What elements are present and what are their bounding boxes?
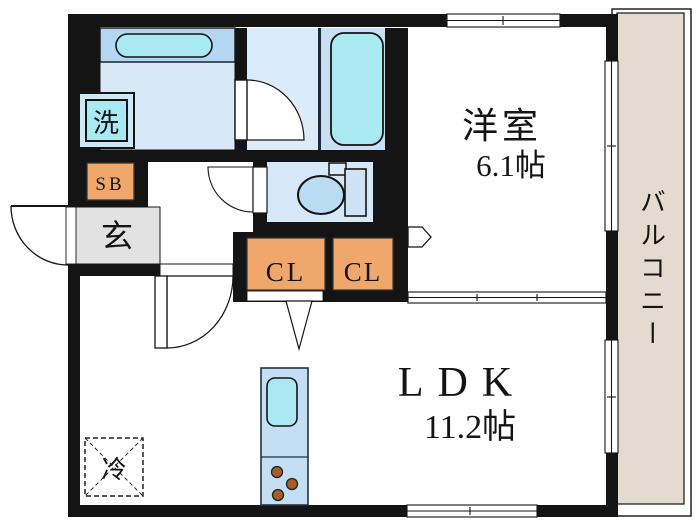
doors [10,79,432,352]
wall-hall-bottom [68,264,160,276]
vanity-basin [115,33,213,58]
closet-left-rect [246,237,326,291]
wall-toilet-left-upper [253,162,267,168]
wall-top-left [68,14,447,27]
shoe-box-rect [86,162,135,201]
fridge-label: 冷 [101,456,126,484]
closet-right-label: CL [344,257,383,287]
wall-bottom-right [537,505,618,517]
entrance-door-arc [10,205,69,266]
western-doorway-marker [407,226,432,248]
western-room-label: 洋室 [462,106,542,146]
burner-3 [271,488,285,502]
walls [68,14,618,517]
hall-ldk-opening [159,263,234,277]
wall-closet-post-right [393,232,408,302]
bathtub [330,32,384,146]
washer-label: 洗 [93,109,119,138]
toilet [297,162,367,217]
wall-right-lower [606,453,618,517]
windows [65,13,619,518]
entrance-label: 玄 [101,218,133,254]
toilet-door-leaf [252,166,268,214]
wall-left-lower [68,264,80,517]
washer-inner [85,99,128,142]
wall-toilet-right [373,162,408,222]
kitchen-unit [260,367,309,506]
wall-hall-top [100,150,408,162]
dressing-door-swing [234,79,305,141]
wall-washroom-right-upper [235,28,247,80]
kitchen-sink [266,377,298,427]
balcony-floor [616,12,685,505]
closet-front-opening [246,290,324,302]
ldk-label: LDK [398,360,526,406]
refrigerator-space: 冷 [84,437,144,497]
wall-closet-top [233,232,408,238]
burner-2 [285,477,299,491]
bath-partition-line [318,28,321,150]
closet-door-marker [285,300,313,352]
wall-closet-post-mid [325,232,333,302]
wall-top-right [560,14,618,27]
wall-right-mid [606,231,618,340]
ldk-door-swing [166,275,234,349]
wall-bath-right [385,28,408,150]
entrance-threshold [65,206,77,265]
toilet-door-swing [207,166,254,213]
wall-washroom-right-lower [235,140,247,150]
entrance-floor [74,206,161,265]
fridge-box [84,437,144,497]
washer-box: 洗 [78,92,135,149]
toilet-tank [344,168,367,217]
balcony-label: バルコニー [637,188,666,353]
wall-bottom-left [68,505,407,517]
ldk-size: 11.2帖 [424,408,516,446]
wall-toilet-bottom [253,222,408,232]
wall-toilet-left-lower [253,212,267,222]
toilet-cistern [328,162,347,176]
toilet-bowl [297,175,345,215]
shoe-box: SB [86,162,135,201]
closet-right-rect [332,237,394,291]
burner-1 [270,465,284,479]
wall-closet-post-left [233,232,247,302]
ldk-door-leaf [154,275,168,349]
closets: CL CL [246,237,394,291]
wall-right-upper [606,14,618,61]
shoe-box-label: SB [95,174,124,195]
dressing-door-leaf [234,79,248,141]
western-room-size: 6.1帖 [476,148,546,183]
closet-left-label: CL [266,257,307,287]
